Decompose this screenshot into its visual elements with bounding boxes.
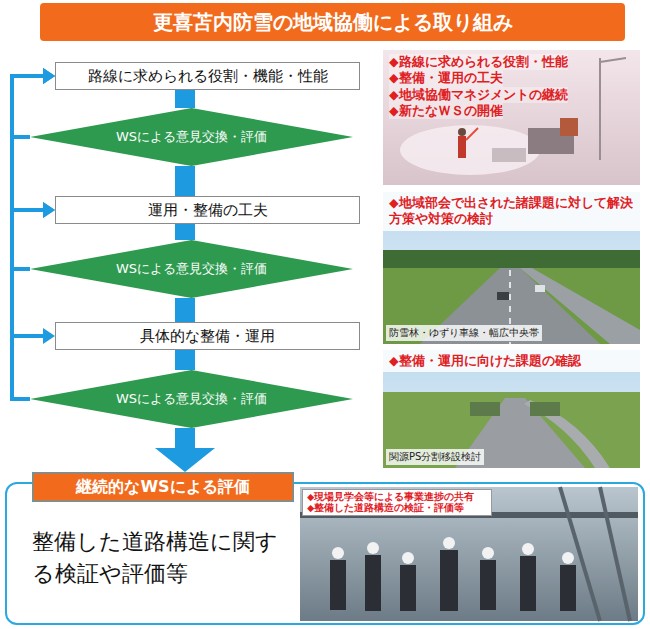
diamond-label: WSによる意見交換・評価	[116, 390, 267, 408]
photo-caption: 関源PS分割移設検討	[386, 449, 484, 465]
photo-bullet: ◆新たなＷＳの開催	[389, 103, 503, 119]
photo-caption: 防雪林・ゆずり車線・幅広中央帯	[386, 325, 542, 341]
process-box: 路線に求められる役割・機能・性能	[55, 62, 360, 90]
photo-panel: ◆地域部会で出された諸課題に対して解決方策や対策の検討防雪林・ゆずり車線・幅広中…	[383, 192, 640, 344]
callout-box: ◆現場見学会等による事業進捗の共有◆整備した道路構造の検証・評価等	[302, 489, 492, 516]
diamond-label: WSによる意見交換・評価	[116, 128, 267, 146]
diamond-label: WSによる意見交換・評価	[116, 260, 267, 278]
flow-connector	[12, 68, 55, 269]
title-text: 更喜苫内防雪の地域協働による取り組み	[153, 9, 513, 36]
photo-bullet: ◆整備・運用に向けた課題の確認	[383, 350, 640, 372]
callout-text: ◆整備した道路構造の検証・評価等	[307, 502, 487, 513]
photo-bullet: ◆整備・運用の工夫	[389, 70, 503, 86]
box-label: 運用・整備の工夫	[148, 201, 268, 220]
box-label: 路線に求められる役割・機能・性能	[88, 67, 328, 86]
flow-connector	[175, 166, 195, 196]
flow-connector	[12, 68, 55, 137]
decision-diamond: WSによる意見交換・評価	[30, 240, 353, 298]
box-label: 具体的な整備・運用	[140, 327, 275, 346]
road-photo	[383, 192, 640, 344]
flow-connector	[175, 90, 195, 108]
photo-bullet: ◆地域部会で出された諸課題に対して解決方策や対策の検討	[383, 192, 640, 231]
callout-text: ◆現場見学会等による事業進捗の共有	[307, 491, 487, 502]
snowstorm-photo	[383, 50, 640, 185]
flow-connector	[175, 224, 195, 240]
decision-diamond: WSによる意見交換・評価	[30, 370, 353, 428]
site-visit-photo	[300, 487, 638, 621]
evaluation-panel: 継続的なWSによる評価整備した道路構造に関する検証や評価等◆現場見学会等による事…	[5, 482, 645, 625]
flow-connector	[12, 202, 55, 399]
flow-connector	[175, 298, 195, 322]
photo-bullet: ◆路線に求められる役割・性能	[389, 54, 568, 70]
photo-panel: ◆整備・運用に向けた課題の確認関源PS分割移設検討	[383, 350, 640, 468]
process-box: 具体的な整備・運用	[55, 322, 360, 350]
photo-bullet: ◆地域協働マネジメントの継続	[389, 87, 568, 103]
title-banner: 更喜苫内防雪の地域協働による取り組み	[40, 3, 625, 41]
flow-connector	[175, 350, 195, 370]
flow-connector	[12, 202, 55, 269]
decision-diamond: WSによる意見交換・評価	[30, 108, 353, 166]
panel-heading: 継続的なWSによる評価	[32, 472, 294, 502]
flow-connector	[12, 68, 55, 399]
process-box: 運用・整備の工夫	[55, 196, 360, 224]
flow-connector	[12, 328, 55, 399]
photo-panel: ◆路線に求められる役割・性能◆整備・運用の工夫◆地域協働マネジメントの継続◆新た…	[383, 50, 640, 185]
panel-body: 整備した道路構造に関する検証や評価等	[32, 526, 287, 590]
plan-photo	[383, 350, 640, 468]
flow-connector	[155, 428, 215, 472]
